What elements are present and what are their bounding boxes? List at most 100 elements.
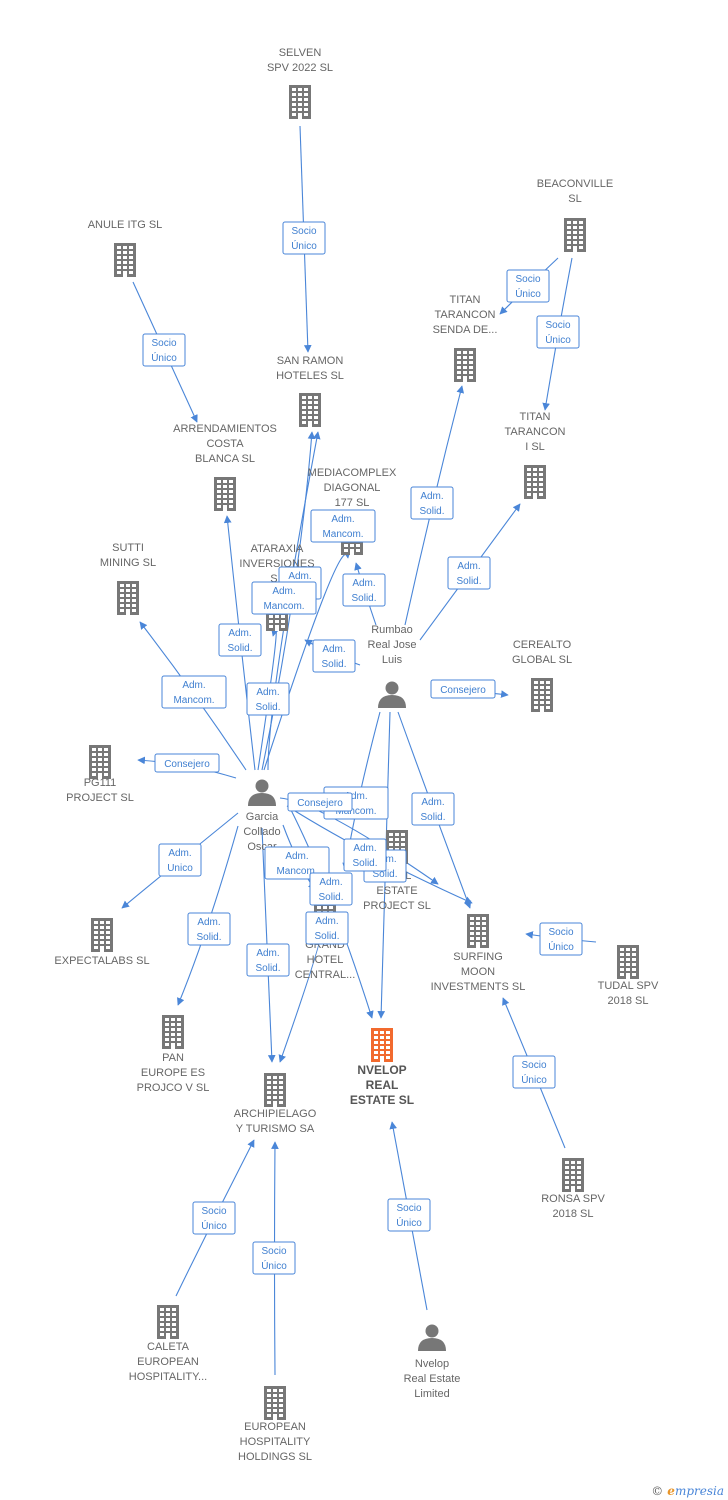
building-door xyxy=(171,1044,175,1049)
edge-label[interactable]: Adm.Solid. xyxy=(218,623,262,657)
building-window xyxy=(476,937,480,940)
building-window xyxy=(304,103,308,106)
edge-label-text: Adm. xyxy=(421,797,444,808)
building-window xyxy=(117,271,121,274)
edge-label-text: Socio xyxy=(396,1203,421,1214)
edge-label-text: Único xyxy=(515,287,541,300)
edge-label-text: Consejero xyxy=(164,759,210,770)
edge-label[interactable]: Adm.Mancom. xyxy=(251,581,317,615)
building-window xyxy=(573,236,577,239)
node-label: SAN RAMON xyxy=(277,355,344,367)
edge-label[interactable]: Adm.Mancom. xyxy=(310,509,376,543)
building-window xyxy=(217,485,221,488)
node-label: CEREALTO xyxy=(513,639,572,651)
building-window xyxy=(302,406,306,409)
building-window xyxy=(401,838,405,841)
node-expectalabs[interactable]: EXPECTALABS SL xyxy=(54,918,150,967)
node-label: COSTA xyxy=(206,438,244,450)
building-window xyxy=(106,931,110,934)
building-window xyxy=(470,922,474,925)
building-window xyxy=(171,1028,175,1031)
person-body xyxy=(248,793,276,806)
building-window xyxy=(573,221,577,224)
building-window xyxy=(160,1318,164,1321)
edge-label[interactable]: Adm.Solid. xyxy=(187,912,231,946)
edge-label[interactable]: Adm.Mancom. xyxy=(161,675,227,709)
building-window xyxy=(172,1318,176,1321)
building-window xyxy=(546,696,550,699)
edge-label-text: Mancom. xyxy=(276,866,317,877)
node-caleta[interactable]: CALETAEUROPEANHOSPITALITY... xyxy=(129,1305,207,1383)
building-window xyxy=(100,931,104,934)
edge-label[interactable]: Adm.Solid. xyxy=(343,838,387,872)
building-window xyxy=(104,763,108,766)
building-window xyxy=(539,493,543,496)
node-label: EXPECTALABS SL xyxy=(54,955,149,967)
building-window xyxy=(482,917,486,920)
building-window xyxy=(565,1166,569,1169)
edge-label-text: Socio xyxy=(201,1206,226,1217)
edge-label[interactable]: Adm.Solid. xyxy=(312,639,356,673)
building-window xyxy=(323,906,327,909)
building-door xyxy=(123,272,127,277)
building-window xyxy=(273,1404,277,1407)
edge-label[interactable]: Adm.Solid. xyxy=(342,573,386,607)
edge-label[interactable]: Consejero xyxy=(287,792,353,812)
edge-label[interactable]: Adm.Mancom. xyxy=(264,846,330,880)
edge-label[interactable]: Adm.Solid. xyxy=(410,486,454,520)
building-window xyxy=(172,1333,176,1336)
edge-label[interactable]: Consejero xyxy=(430,679,496,699)
building-window xyxy=(160,1308,164,1311)
edge-label[interactable]: Adm.Solid. xyxy=(246,682,290,716)
building-window xyxy=(229,490,233,493)
building-window xyxy=(267,1081,271,1084)
building-window xyxy=(308,396,312,399)
node-anule[interactable]: ANULE ITG SL xyxy=(88,219,163,277)
building-window xyxy=(482,922,486,925)
brand-logo[interactable]: empresia xyxy=(667,1484,724,1498)
building-window xyxy=(292,98,296,101)
edge-label[interactable]: Consejero xyxy=(154,753,220,773)
edge-label[interactable]: Adm.Solid. xyxy=(447,556,491,590)
building-window xyxy=(302,416,306,419)
building-window xyxy=(267,1076,271,1079)
edge-label[interactable]: Adm.Solid. xyxy=(309,872,353,906)
edge-label[interactable]: Adm.Unico xyxy=(158,843,202,877)
building-window xyxy=(217,495,221,498)
building-window xyxy=(476,927,480,930)
edge-label-box xyxy=(246,943,290,977)
edge-label[interactable]: Adm.Solid. xyxy=(305,911,349,945)
edge-label[interactable]: Adm.Solid. xyxy=(411,792,455,826)
building-window xyxy=(567,231,571,234)
edge-label[interactable]: Adm.Solid. xyxy=(246,943,290,977)
edge-label-text: Adm. xyxy=(352,578,375,589)
